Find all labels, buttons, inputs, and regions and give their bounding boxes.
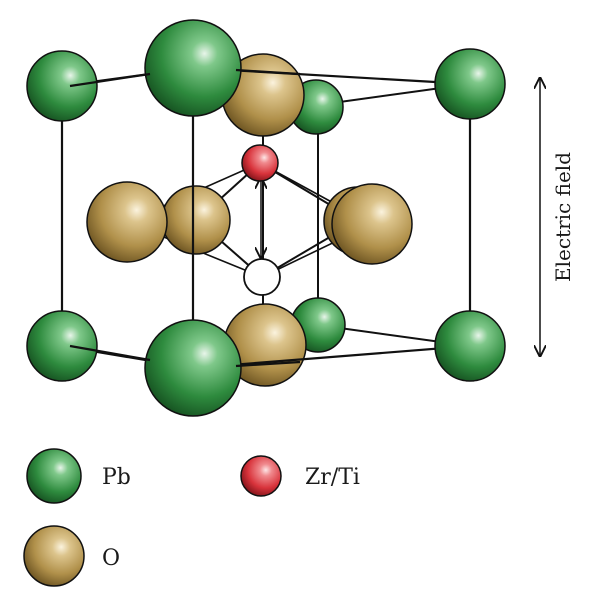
pb-atom-front-top-left bbox=[26, 50, 98, 122]
o-atom-mid-left-back bbox=[161, 185, 231, 255]
legend-pb-label: Pb bbox=[102, 465, 131, 490]
pb-atom-bottom-right bbox=[434, 310, 506, 382]
legend: Pb Zr/Ti O bbox=[23, 448, 360, 587]
o-atom-mid-right bbox=[331, 183, 413, 265]
legend-o-swatch bbox=[23, 525, 85, 587]
pb-atom-front-top bbox=[144, 19, 242, 117]
zrti-atom bbox=[241, 144, 279, 182]
pb-atom-front-bottom bbox=[144, 319, 242, 417]
legend-zrti-label: Zr/Ti bbox=[305, 465, 360, 490]
vacancy-site bbox=[243, 258, 281, 296]
electric-field-label: Electric field bbox=[551, 152, 575, 282]
legend-o-label: O bbox=[102, 546, 120, 571]
pb-atom-front-bottom-left bbox=[26, 310, 98, 382]
pb-atom-top-right bbox=[434, 48, 506, 120]
o-atom-mid-left bbox=[86, 181, 168, 263]
legend-pb-swatch bbox=[26, 448, 82, 504]
legend-zrti-swatch bbox=[240, 455, 282, 497]
front-overlay-bonds bbox=[69, 68, 301, 368]
